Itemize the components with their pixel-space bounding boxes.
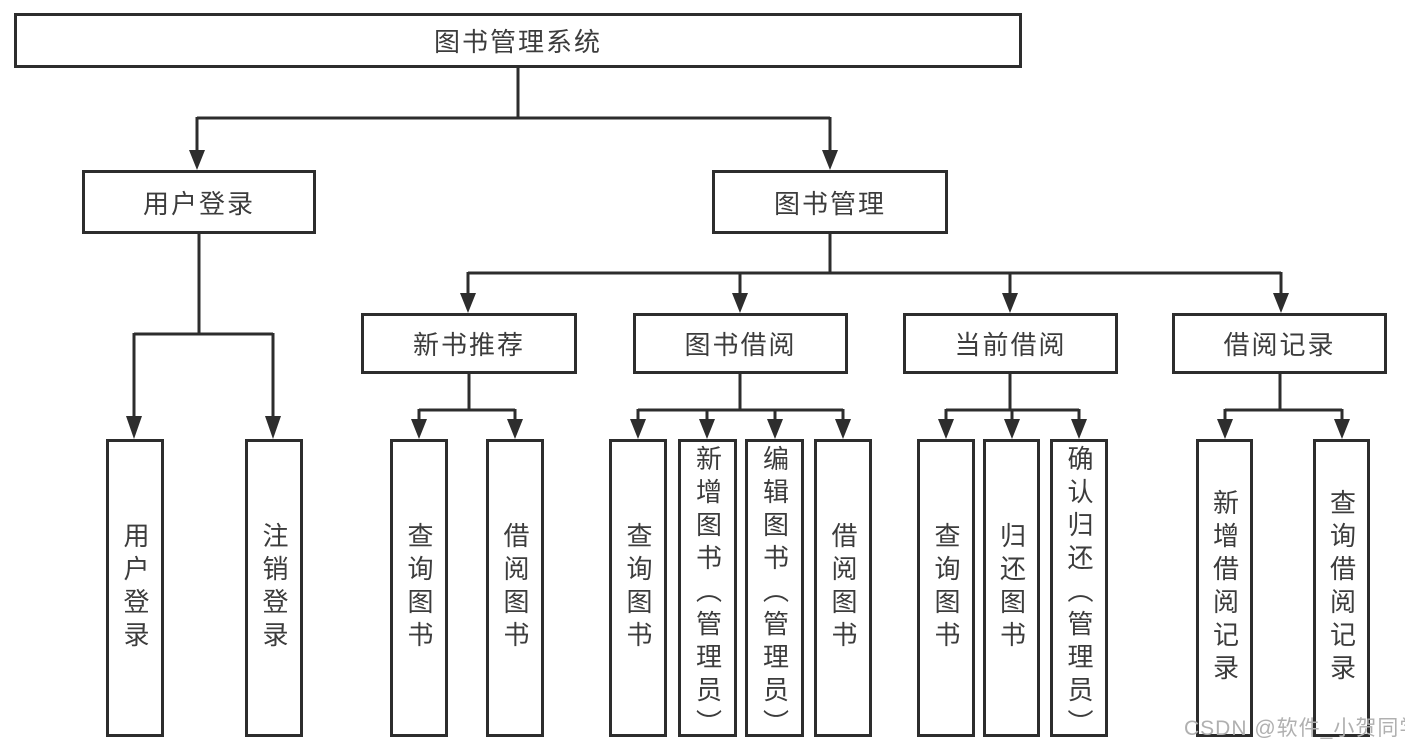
- arrow-down-icon: [732, 293, 748, 313]
- node-label: 当前借阅: [954, 330, 1067, 360]
- node-label: 图书借阅: [684, 330, 797, 360]
- arrow-down-icon: [938, 419, 954, 439]
- leaf-label: 借阅图书: [828, 522, 858, 654]
- node-label: 借阅记录: [1223, 330, 1336, 360]
- leaf-label: 查询借阅记录: [1326, 489, 1357, 687]
- leaf-borrow-query-book: 查询图书: [609, 439, 667, 737]
- leaf-label: 归还图书: [996, 522, 1027, 654]
- csdn-watermark: CSDN @软件_小贺同学: [1184, 717, 1405, 740]
- arrow-down-icon: [1071, 419, 1087, 439]
- arrow-down-icon: [1002, 293, 1018, 313]
- leaf-user-login: 用户登录: [106, 439, 164, 737]
- arrow-down-icon: [699, 419, 715, 439]
- leaf-newbook-borrow-book: 借阅图书: [486, 439, 544, 737]
- leaf-label: 编辑图书（管理员）: [759, 445, 790, 742]
- leaf-label: 查询图书: [931, 522, 961, 654]
- node-label: 新书推荐: [412, 330, 525, 360]
- arrow-down-icon: [411, 419, 427, 439]
- arrow-down-icon: [1334, 419, 1350, 439]
- node-label: 图书管理系统: [433, 27, 602, 57]
- node-label: 图书管理: [773, 188, 886, 219]
- arrow-down-icon: [507, 419, 523, 439]
- node-system-root: 图书管理系统: [14, 13, 1022, 68]
- arrow-down-icon: [1273, 293, 1289, 313]
- leaf-logout: 注销登录: [245, 439, 303, 737]
- leaf-records-query-record: 查询借阅记录: [1313, 439, 1370, 737]
- node-borrow-records: 借阅记录: [1172, 313, 1387, 374]
- arrow-down-icon: [265, 416, 281, 439]
- arrowheads: [126, 150, 1350, 439]
- arrow-down-icon: [1004, 419, 1020, 439]
- leaf-records-add-record: 新增借阅记录: [1196, 439, 1253, 737]
- arrow-down-icon: [189, 150, 205, 170]
- arrow-down-icon: [835, 419, 851, 439]
- leaf-label: 新增图书（管理员）: [692, 445, 723, 742]
- node-book-borrow: 图书借阅: [633, 313, 848, 374]
- leaf-label: 查询图书: [404, 522, 434, 654]
- leaf-label: 新增借阅记录: [1209, 489, 1240, 687]
- leaf-label: 查询图书: [623, 522, 653, 654]
- node-book-management: 图书管理: [712, 170, 948, 234]
- leaf-newbook-query-book: 查询图书: [390, 439, 448, 737]
- leaf-label: 用户登录: [120, 522, 150, 654]
- leaf-current-query-book: 查询图书: [917, 439, 975, 737]
- leaf-label: 确认归还（管理员）: [1064, 445, 1094, 742]
- arrow-down-icon: [1217, 419, 1233, 439]
- leaf-borrow-borrow-book: 借阅图书: [814, 439, 872, 737]
- node-user-login: 用户登录: [82, 170, 316, 234]
- arrow-down-icon: [126, 416, 142, 439]
- arrow-down-icon: [822, 150, 838, 170]
- node-new-book-recommend: 新书推荐: [361, 313, 577, 374]
- arrow-down-icon: [630, 419, 646, 439]
- leaf-current-return-book: 归还图书: [983, 439, 1040, 737]
- arrow-down-icon: [460, 293, 476, 313]
- node-label: 用户登录: [142, 188, 255, 219]
- leaf-borrow-add-book-admin: 新增图书（管理员）: [678, 439, 737, 742]
- leaf-current-confirm-return-admin: 确认归还（管理员）: [1050, 439, 1108, 742]
- node-current-borrow: 当前借阅: [903, 313, 1118, 374]
- leaf-label: 注销登录: [259, 522, 289, 654]
- arrow-down-icon: [767, 419, 783, 439]
- leaf-label: 借阅图书: [500, 522, 530, 654]
- leaf-borrow-edit-book-admin: 编辑图书（管理员）: [745, 439, 804, 742]
